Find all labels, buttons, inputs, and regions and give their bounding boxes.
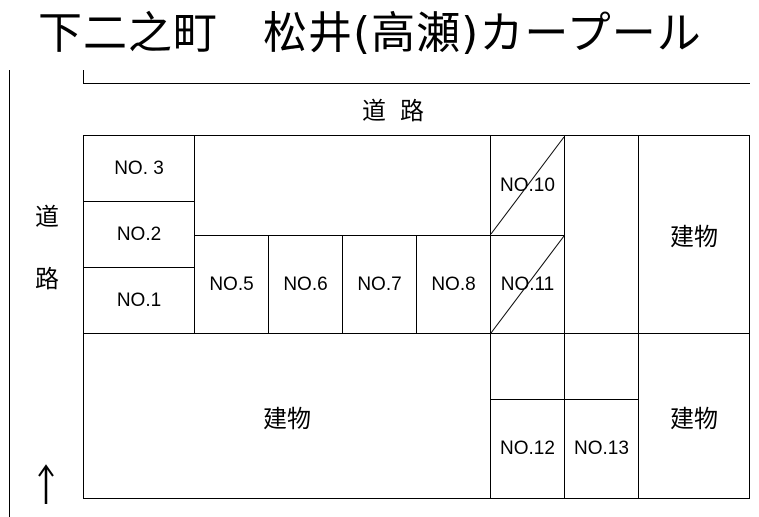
parking-lot-no2: NO.2	[83, 201, 195, 268]
parking-lot-no5: NO.5	[194, 235, 269, 334]
road-top-boundary-tick	[83, 70, 84, 84]
road-left-label: 道 路	[30, 186, 64, 310]
parking-lot-no11: NO.11	[490, 235, 565, 334]
parking-lot-no1: NO.1	[83, 267, 195, 334]
road-top-label: 道路	[362, 97, 438, 125]
page-title: 下二之町 松井(高瀬)カープール	[38, 8, 702, 59]
road-left-boundary	[9, 70, 10, 517]
building-bottom-left: 建物	[83, 333, 491, 499]
road-left-char-2: 路	[35, 265, 59, 293]
parking-lot-no7: NO.7	[342, 235, 417, 334]
open-area-top	[194, 135, 491, 236]
road-top-boundary	[83, 83, 750, 84]
parking-lot-no12: NO.12	[490, 399, 565, 499]
north-arrow-icon	[34, 462, 58, 506]
road-left-char-1: 道	[35, 203, 59, 231]
parking-lot-no6: NO.6	[268, 235, 343, 334]
parking-lot-no3: NO. 3	[83, 135, 195, 202]
building-right-top: 建物	[638, 135, 750, 334]
parking-lot-no8: NO.8	[416, 235, 491, 334]
building-right-bottom: 建物	[638, 333, 750, 499]
driveway-lower	[490, 333, 639, 400]
parking-lot-no13: NO.13	[564, 399, 639, 499]
parking-lot-no10: NO.10	[490, 135, 565, 236]
